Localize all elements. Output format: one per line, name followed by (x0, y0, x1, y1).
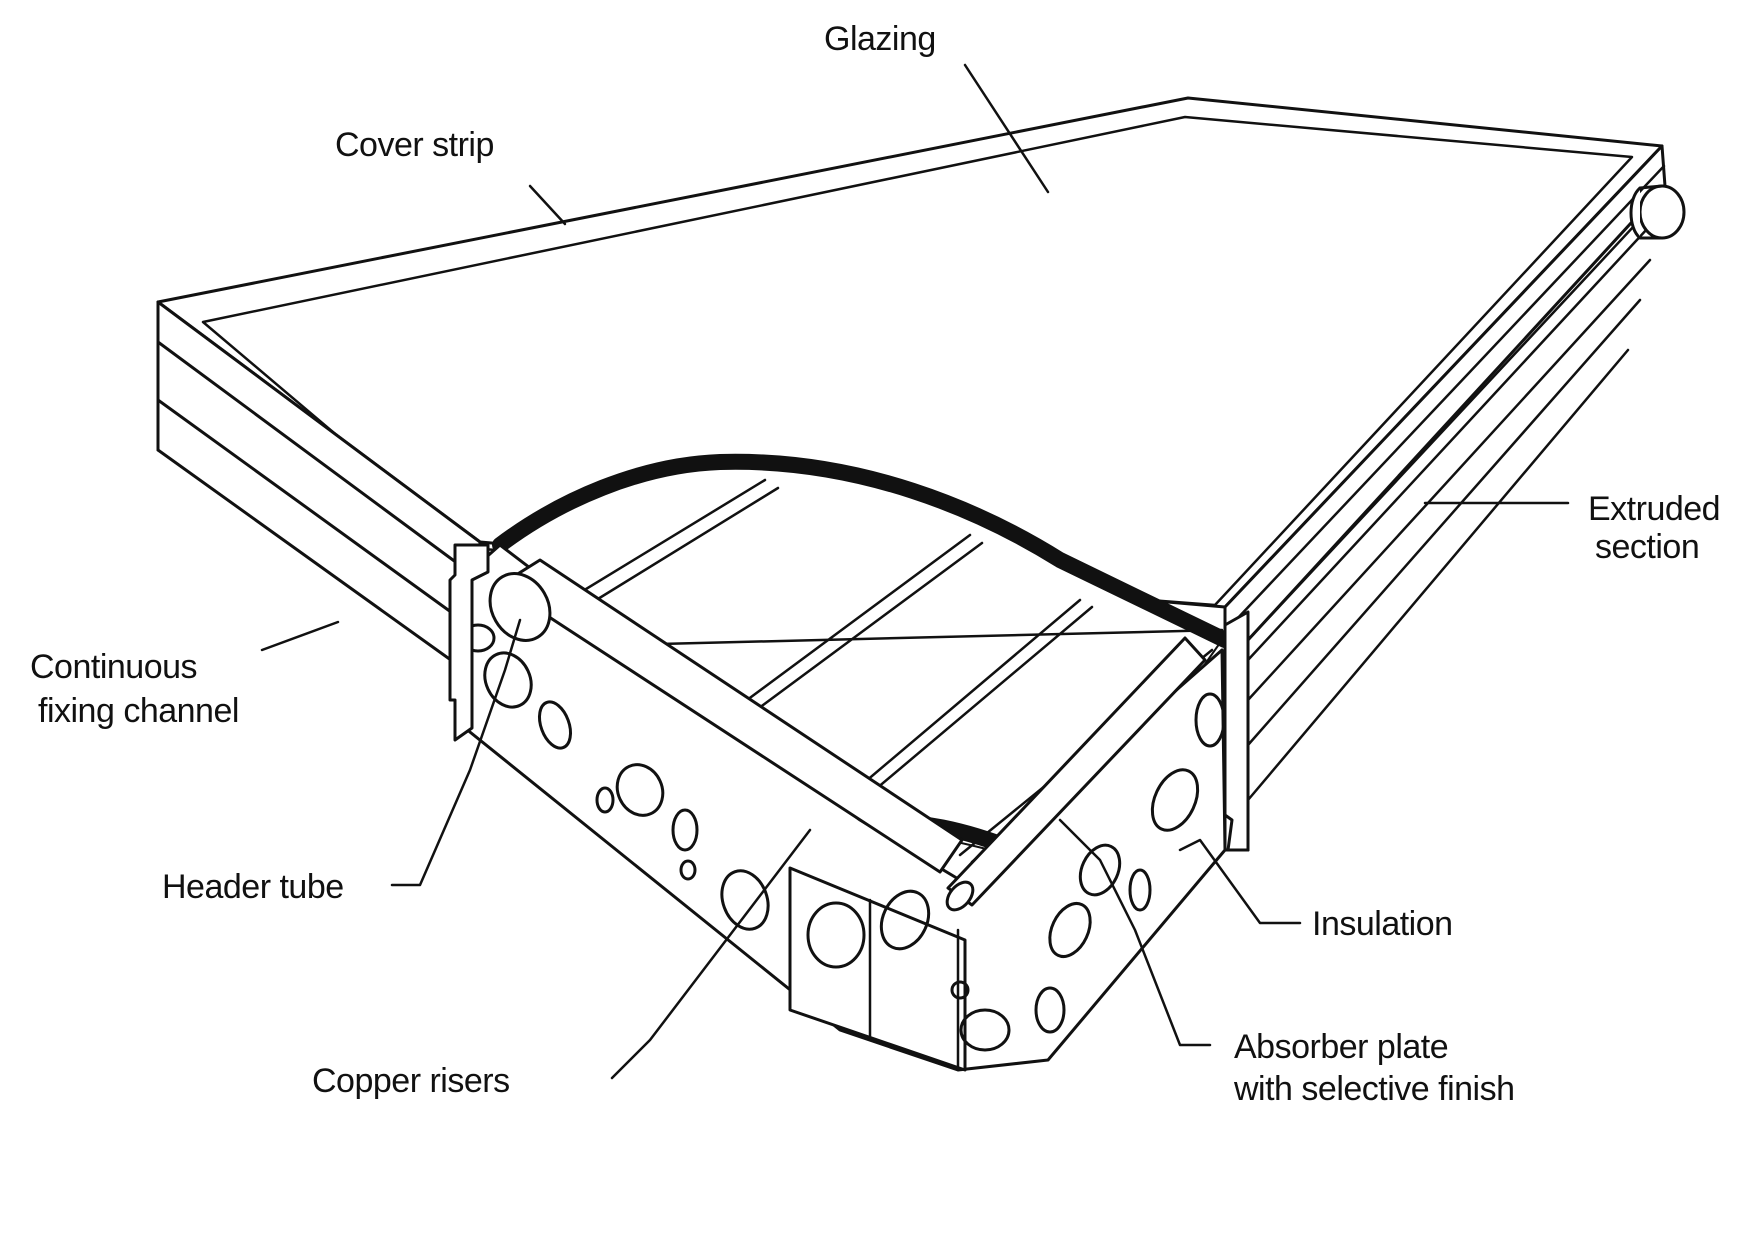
label-continuous-fixing-channel-1: Continuous (30, 648, 197, 686)
label-extruded-section-1: Extruded (1588, 490, 1720, 528)
header-tube (488, 558, 1207, 912)
fixing-channel-right (1223, 610, 1250, 852)
leader-lines (260, 63, 1570, 1080)
label-insulation: Insulation (1312, 905, 1453, 943)
collector-frame (156, 96, 1686, 852)
label-extruded-section-2: section (1595, 528, 1699, 566)
label-continuous-fixing-channel-2: fixing channel (38, 692, 239, 730)
label-glazing: Glazing (824, 20, 936, 58)
fixing-channel-left (448, 543, 490, 742)
label-absorber-plate-2: with selective finish (1233, 1070, 1515, 1108)
label-header-tube: Header tube (162, 868, 344, 906)
labels: Glazing Cover strip Extruded section Con… (30, 20, 1721, 1108)
label-cover-strip: Cover strip (335, 126, 494, 164)
label-absorber-plate-1: Absorber plate (1234, 1028, 1448, 1066)
absorber-cutaway (448, 453, 1250, 1072)
label-copper-risers: Copper risers (312, 1062, 510, 1100)
